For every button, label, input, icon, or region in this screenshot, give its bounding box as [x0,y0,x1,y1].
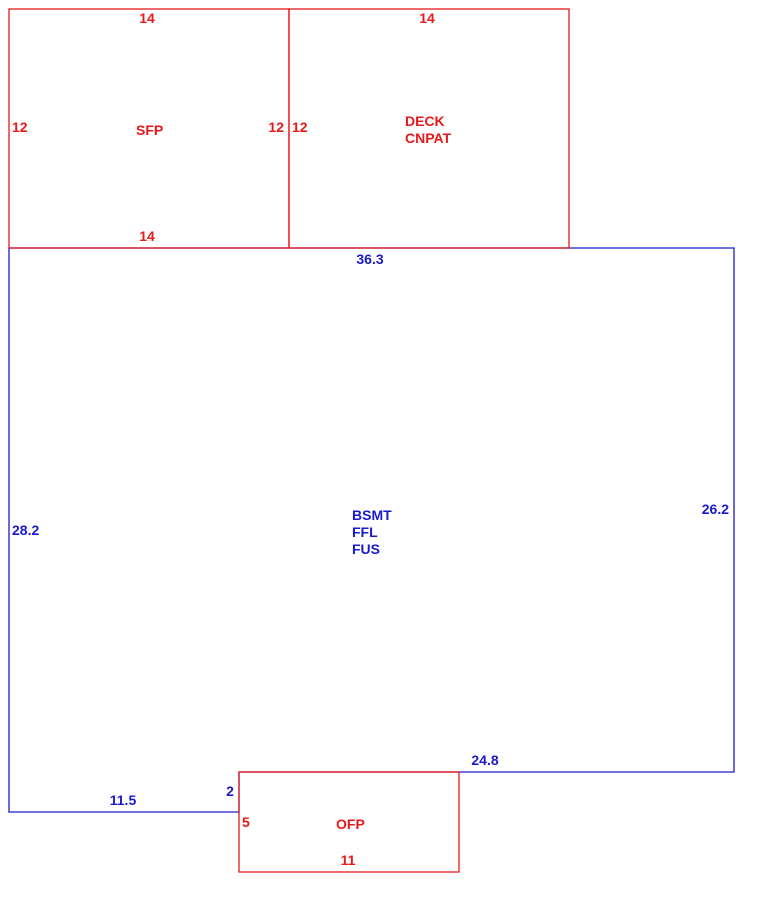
main-area-label-line3: FUS [352,541,380,557]
main-area-label-line1: BSMT [352,507,392,523]
sfp-left-dimension: 12 [12,119,28,135]
deck-area-label-line1: DECK [405,113,445,129]
deck-top-dimension: 14 [419,10,435,26]
ofp-left-dimension: 5 [242,814,250,830]
deck-left-dimension: 12 [292,119,308,135]
main-right-dimension: 26.2 [702,501,729,517]
main-lower-right-dimension: 24.8 [471,752,498,768]
main-step-dimension: 2 [226,783,234,799]
ofp-area-label: OFP [336,816,365,832]
deck-area-label-line2: CNPAT [405,130,452,146]
ofp-area-outline [238,771,460,873]
main-bottom-left-dimension: 11.5 [110,792,137,808]
main-area-label-line2: FFL [352,524,378,540]
sfp-top-dimension: 14 [139,10,155,26]
main-top-dimension: 36.3 [356,251,383,267]
sfp-right-dimension: 12 [268,119,284,135]
main-left-dimension: 28.2 [12,522,39,538]
sfp-bottom-dimension: 14 [139,228,155,244]
sfp-area-label: SFP [136,122,163,138]
ofp-bottom-dimension: 11 [341,852,356,868]
deck-area-outline [288,8,570,249]
